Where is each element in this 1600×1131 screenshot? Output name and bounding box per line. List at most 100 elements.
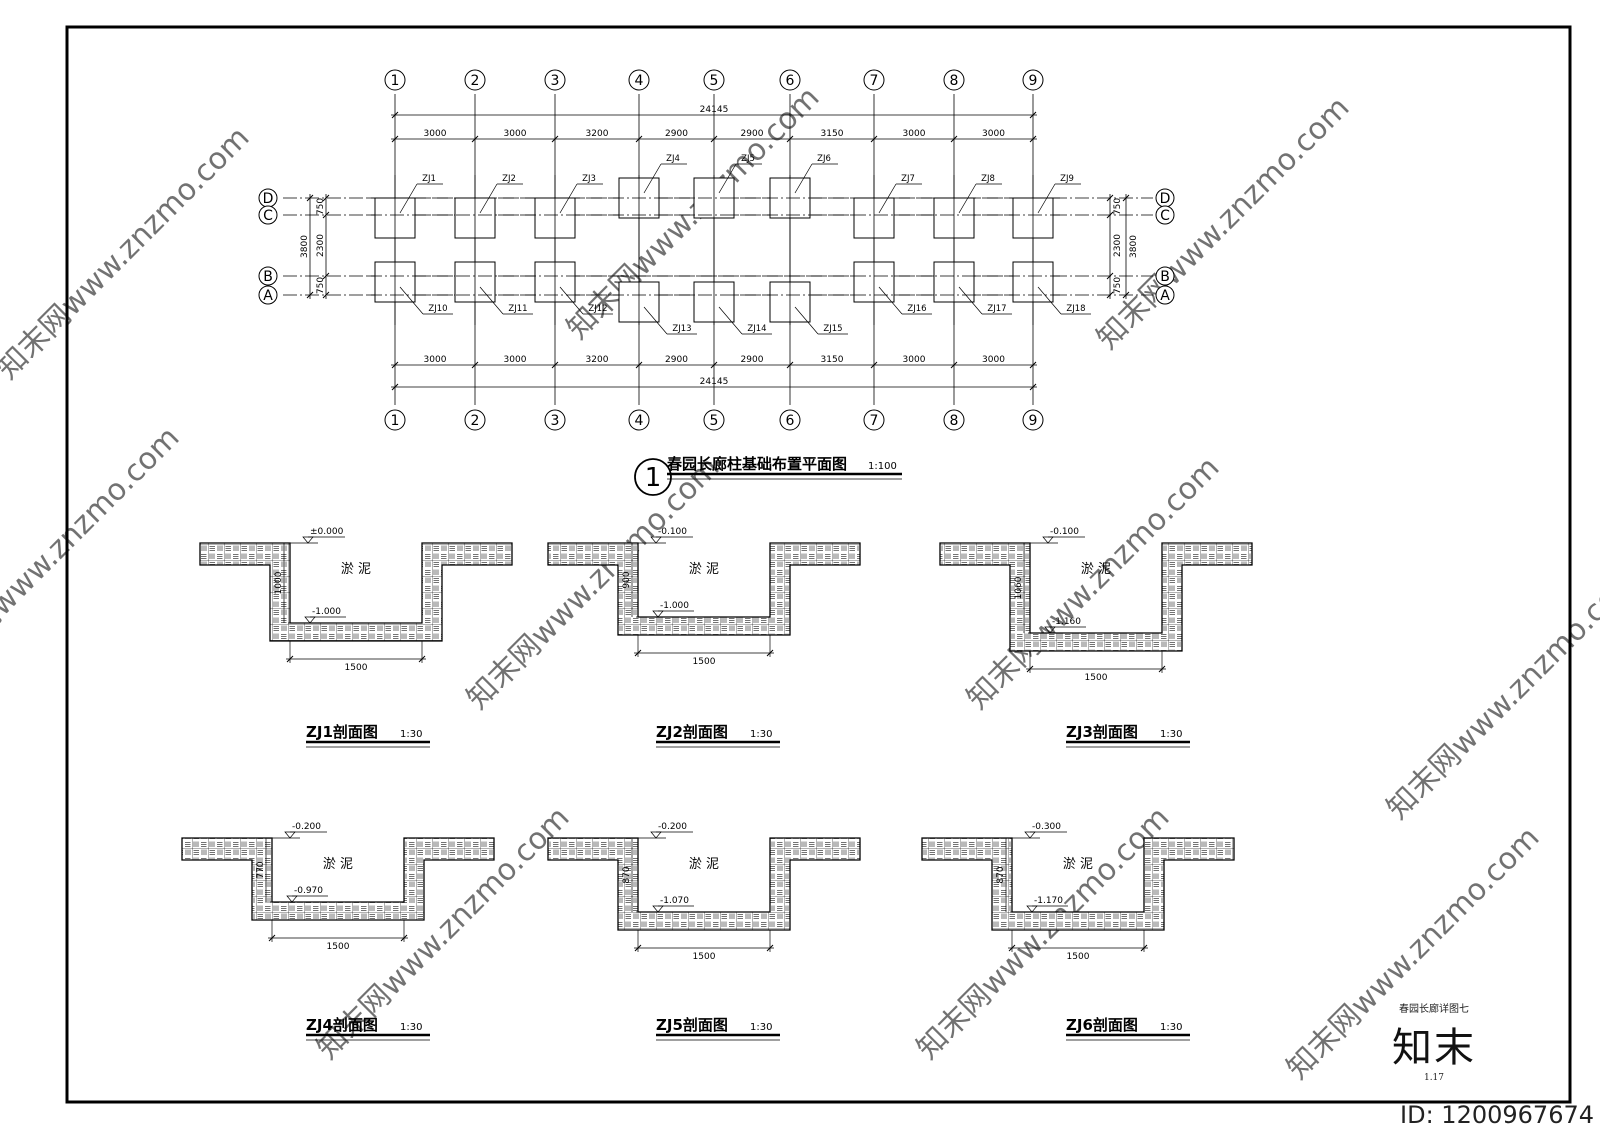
foundation-label-ZJ8: ZJ8: [981, 174, 995, 184]
section-fill-label: 淤 泥: [341, 562, 371, 577]
section-scale: 1:30: [750, 729, 772, 740]
title-block: 春园长廊详图七 知末 1.17: [1334, 1000, 1534, 1083]
foundation-label-ZJ12: ZJ12: [588, 304, 607, 314]
elevation-marker: [286, 895, 298, 903]
foundation-label-ZJ7: ZJ7: [901, 174, 915, 184]
plan-title: 春园长廊柱基础布置平面图: [667, 455, 847, 473]
dimension-tick: [1122, 291, 1130, 299]
dimension-tick: [322, 272, 330, 280]
axis-label-6: 6: [786, 413, 795, 429]
asset-id: ID: 1200967674: [1400, 1101, 1594, 1129]
section-width: 1500: [1085, 673, 1108, 683]
vertical-dimension: 750: [1113, 198, 1123, 215]
axis-label-D: D: [263, 191, 274, 207]
axis-bubble-8: [943, 409, 965, 431]
dimension-tick: [286, 655, 294, 663]
axis-label-4: 4: [635, 73, 644, 89]
axis-bubble-B: [1155, 266, 1175, 286]
span-dimension: 3000: [424, 129, 447, 139]
axis-label-3: 3: [551, 73, 560, 89]
axis-bubble-7: [863, 409, 885, 431]
axis-label-A: A: [1160, 288, 1170, 304]
span-dimension: 3000: [504, 355, 527, 365]
total-dimension: 24145: [700, 105, 729, 115]
section-fill-label: 淤 泥: [1081, 562, 1111, 577]
dimension-tick: [1158, 665, 1166, 673]
axis-bubble-1: [384, 409, 406, 431]
elevation-marker: [284, 831, 296, 839]
section-fill-label: 淤 泥: [1063, 857, 1093, 872]
span-dimension: 3150: [821, 355, 844, 365]
section-depth: 1000: [274, 571, 284, 594]
leader-line: [559, 183, 578, 214]
axis-bubble-6: [779, 409, 801, 431]
total-dimension: 24145: [700, 377, 729, 387]
leader-line: [1037, 286, 1062, 315]
span-dimension: 3000: [982, 355, 1005, 365]
span-dimension: 3200: [586, 355, 609, 365]
vertical-dimension: 750: [316, 277, 326, 294]
span-dimension: 3000: [982, 129, 1005, 139]
section-fill-label: 淤 泥: [689, 562, 719, 577]
foundation-label-ZJ15: ZJ15: [823, 324, 842, 334]
plan-title-block: 1 春园长廊柱基础布置平面图 1:100: [634, 455, 902, 496]
foundation-label-ZJ2: ZJ2: [502, 174, 516, 184]
sheet-border: [65, 25, 1572, 1104]
section-top-elevation: -0.300: [1032, 822, 1061, 832]
section-scale: 1:30: [750, 1022, 772, 1033]
dimension-tick: [306, 291, 314, 299]
foundation-label-ZJ6: ZJ6: [817, 154, 831, 164]
section-bottom-elevation: -0.970: [294, 886, 323, 896]
dimension-tick: [1106, 194, 1114, 202]
axis-label-A: A: [263, 288, 273, 304]
leader-line: [794, 163, 813, 194]
dimension-tick: [322, 211, 330, 219]
axis-bubble-3: [544, 69, 566, 91]
axis-label-B: B: [1160, 269, 1170, 285]
elevation-marker: [302, 536, 314, 544]
axis-bubble-A: [1155, 285, 1175, 305]
axis-label-D: D: [1160, 191, 1171, 207]
axis-label-6: 6: [786, 73, 795, 89]
axis-label-1: 1: [391, 73, 400, 89]
section-top-elevation: -0.200: [292, 822, 321, 832]
axis-label-4: 4: [635, 413, 644, 429]
section-top-elevation: -0.200: [658, 822, 687, 832]
axis-label-9: 9: [1029, 73, 1038, 89]
section-bottom-elevation: -1.070: [660, 896, 689, 906]
axis-bubble-C: [1155, 205, 1175, 225]
dimension-tick: [551, 135, 559, 143]
dimension-tick: [391, 383, 399, 391]
section-depth: 770: [256, 861, 266, 878]
elevation-marker: [652, 905, 664, 913]
section-scale: 1:30: [400, 729, 422, 740]
section-bottom-elevation: -1.170: [1034, 896, 1063, 906]
axis-bubble-5: [703, 409, 725, 431]
leader-line: [479, 183, 498, 214]
dimension-tick: [870, 361, 878, 369]
span-dimension: 3200: [586, 129, 609, 139]
axis-label-2: 2: [471, 73, 480, 89]
axis-bubble-9: [1022, 69, 1044, 91]
dimension-tick: [418, 655, 426, 663]
axis-bubble-6: [779, 69, 801, 91]
section-title: ZJ2剖面图: [656, 723, 728, 741]
section-width: 1500: [327, 942, 350, 952]
axis-label-1: 1: [391, 413, 400, 429]
elevation-marker: [1026, 905, 1038, 913]
leader-line: [878, 286, 903, 315]
dimension-tick: [1140, 944, 1148, 952]
span-dimension: 2900: [665, 355, 688, 365]
brand-logo: 知末: [1392, 1025, 1476, 1071]
foundation-label-ZJ3: ZJ3: [582, 174, 596, 184]
leader-line: [559, 286, 584, 315]
